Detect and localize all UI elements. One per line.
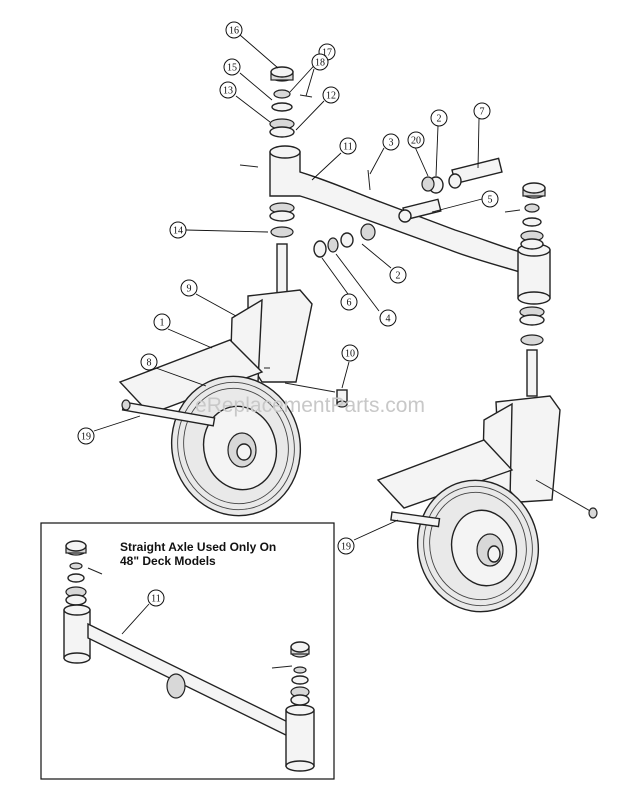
callout-9: 9 — [180, 279, 198, 297]
straight-axle-inset — [63, 540, 315, 772]
callout-11-inset: 11 — [147, 589, 165, 607]
right-spindle-stack — [504, 182, 546, 397]
svg-text:3: 3 — [389, 138, 394, 149]
svg-text:1: 1 — [160, 318, 165, 329]
front-axle-curved — [269, 145, 551, 305]
callout-15: 15 — [223, 58, 241, 76]
left-axle-bolt — [121, 399, 216, 427]
callout-8: 8 — [140, 353, 158, 371]
callout-18: 18 — [311, 53, 329, 71]
svg-text:7: 7 — [480, 107, 485, 118]
callout-10: 10 — [341, 344, 359, 362]
callout-19-right: 19 — [337, 537, 355, 555]
svg-text:11: 11 — [151, 594, 161, 605]
svg-text:18: 18 — [315, 58, 325, 69]
inset-title-line2: 48" Deck Models — [120, 554, 216, 568]
svg-text:19: 19 — [341, 542, 351, 553]
callout-20: 20 — [407, 131, 425, 149]
left-spacer — [118, 339, 264, 415]
svg-text:2: 2 — [437, 114, 442, 125]
callout-14: 14 — [169, 221, 187, 239]
svg-text:5: 5 — [488, 195, 493, 206]
callout-11: 11 — [339, 137, 357, 155]
left-wheel — [170, 375, 302, 517]
inset-title-line1: Straight Axle Used Only On — [120, 540, 276, 554]
svg-text:12: 12 — [326, 91, 336, 102]
inset-frame — [40, 522, 335, 780]
svg-text:20: 20 — [411, 136, 421, 147]
leader-lines — [93, 34, 483, 635]
svg-text:19: 19 — [81, 432, 91, 443]
svg-text:17: 17 — [322, 48, 332, 59]
callout-16: 16 — [225, 21, 243, 39]
svg-text:13: 13 — [223, 86, 233, 97]
callout-1: 1 — [153, 313, 171, 331]
svg-text:16: 16 — [229, 26, 239, 37]
callout-13: 13 — [219, 81, 237, 99]
svg-text:2: 2 — [396, 271, 401, 282]
callout-2-mid: 2 — [389, 266, 407, 284]
callout-6: 6 — [340, 293, 358, 311]
callout-12: 12 — [322, 86, 340, 104]
svg-text:9: 9 — [187, 284, 192, 295]
callout-5: 5 — [481, 190, 499, 208]
bolt-10 — [336, 389, 348, 408]
right-spacer — [376, 439, 514, 509]
svg-text:14: 14 — [173, 226, 183, 237]
callout-4: 4 — [379, 309, 397, 327]
svg-text:6: 6 — [347, 298, 352, 309]
washers — [313, 232, 354, 258]
svg-text:15: 15 — [227, 63, 237, 74]
left-spindle-top-stack — [239, 66, 313, 168]
watermark: eReplacementParts.com — [195, 394, 425, 417]
callout-19-left: 19 — [77, 427, 95, 445]
svg-text:4: 4 — [386, 314, 391, 325]
callout-2-top: 2 — [430, 109, 448, 127]
callout-7: 7 — [473, 102, 491, 120]
svg-text:10: 10 — [345, 349, 355, 360]
hub-parts — [367, 157, 503, 223]
left-lower-bearings — [269, 202, 295, 238]
svg-text:11: 11 — [343, 142, 353, 153]
right-wheel — [390, 479, 540, 613]
callout-3: 3 — [382, 133, 400, 151]
svg-text:8: 8 — [147, 358, 152, 369]
